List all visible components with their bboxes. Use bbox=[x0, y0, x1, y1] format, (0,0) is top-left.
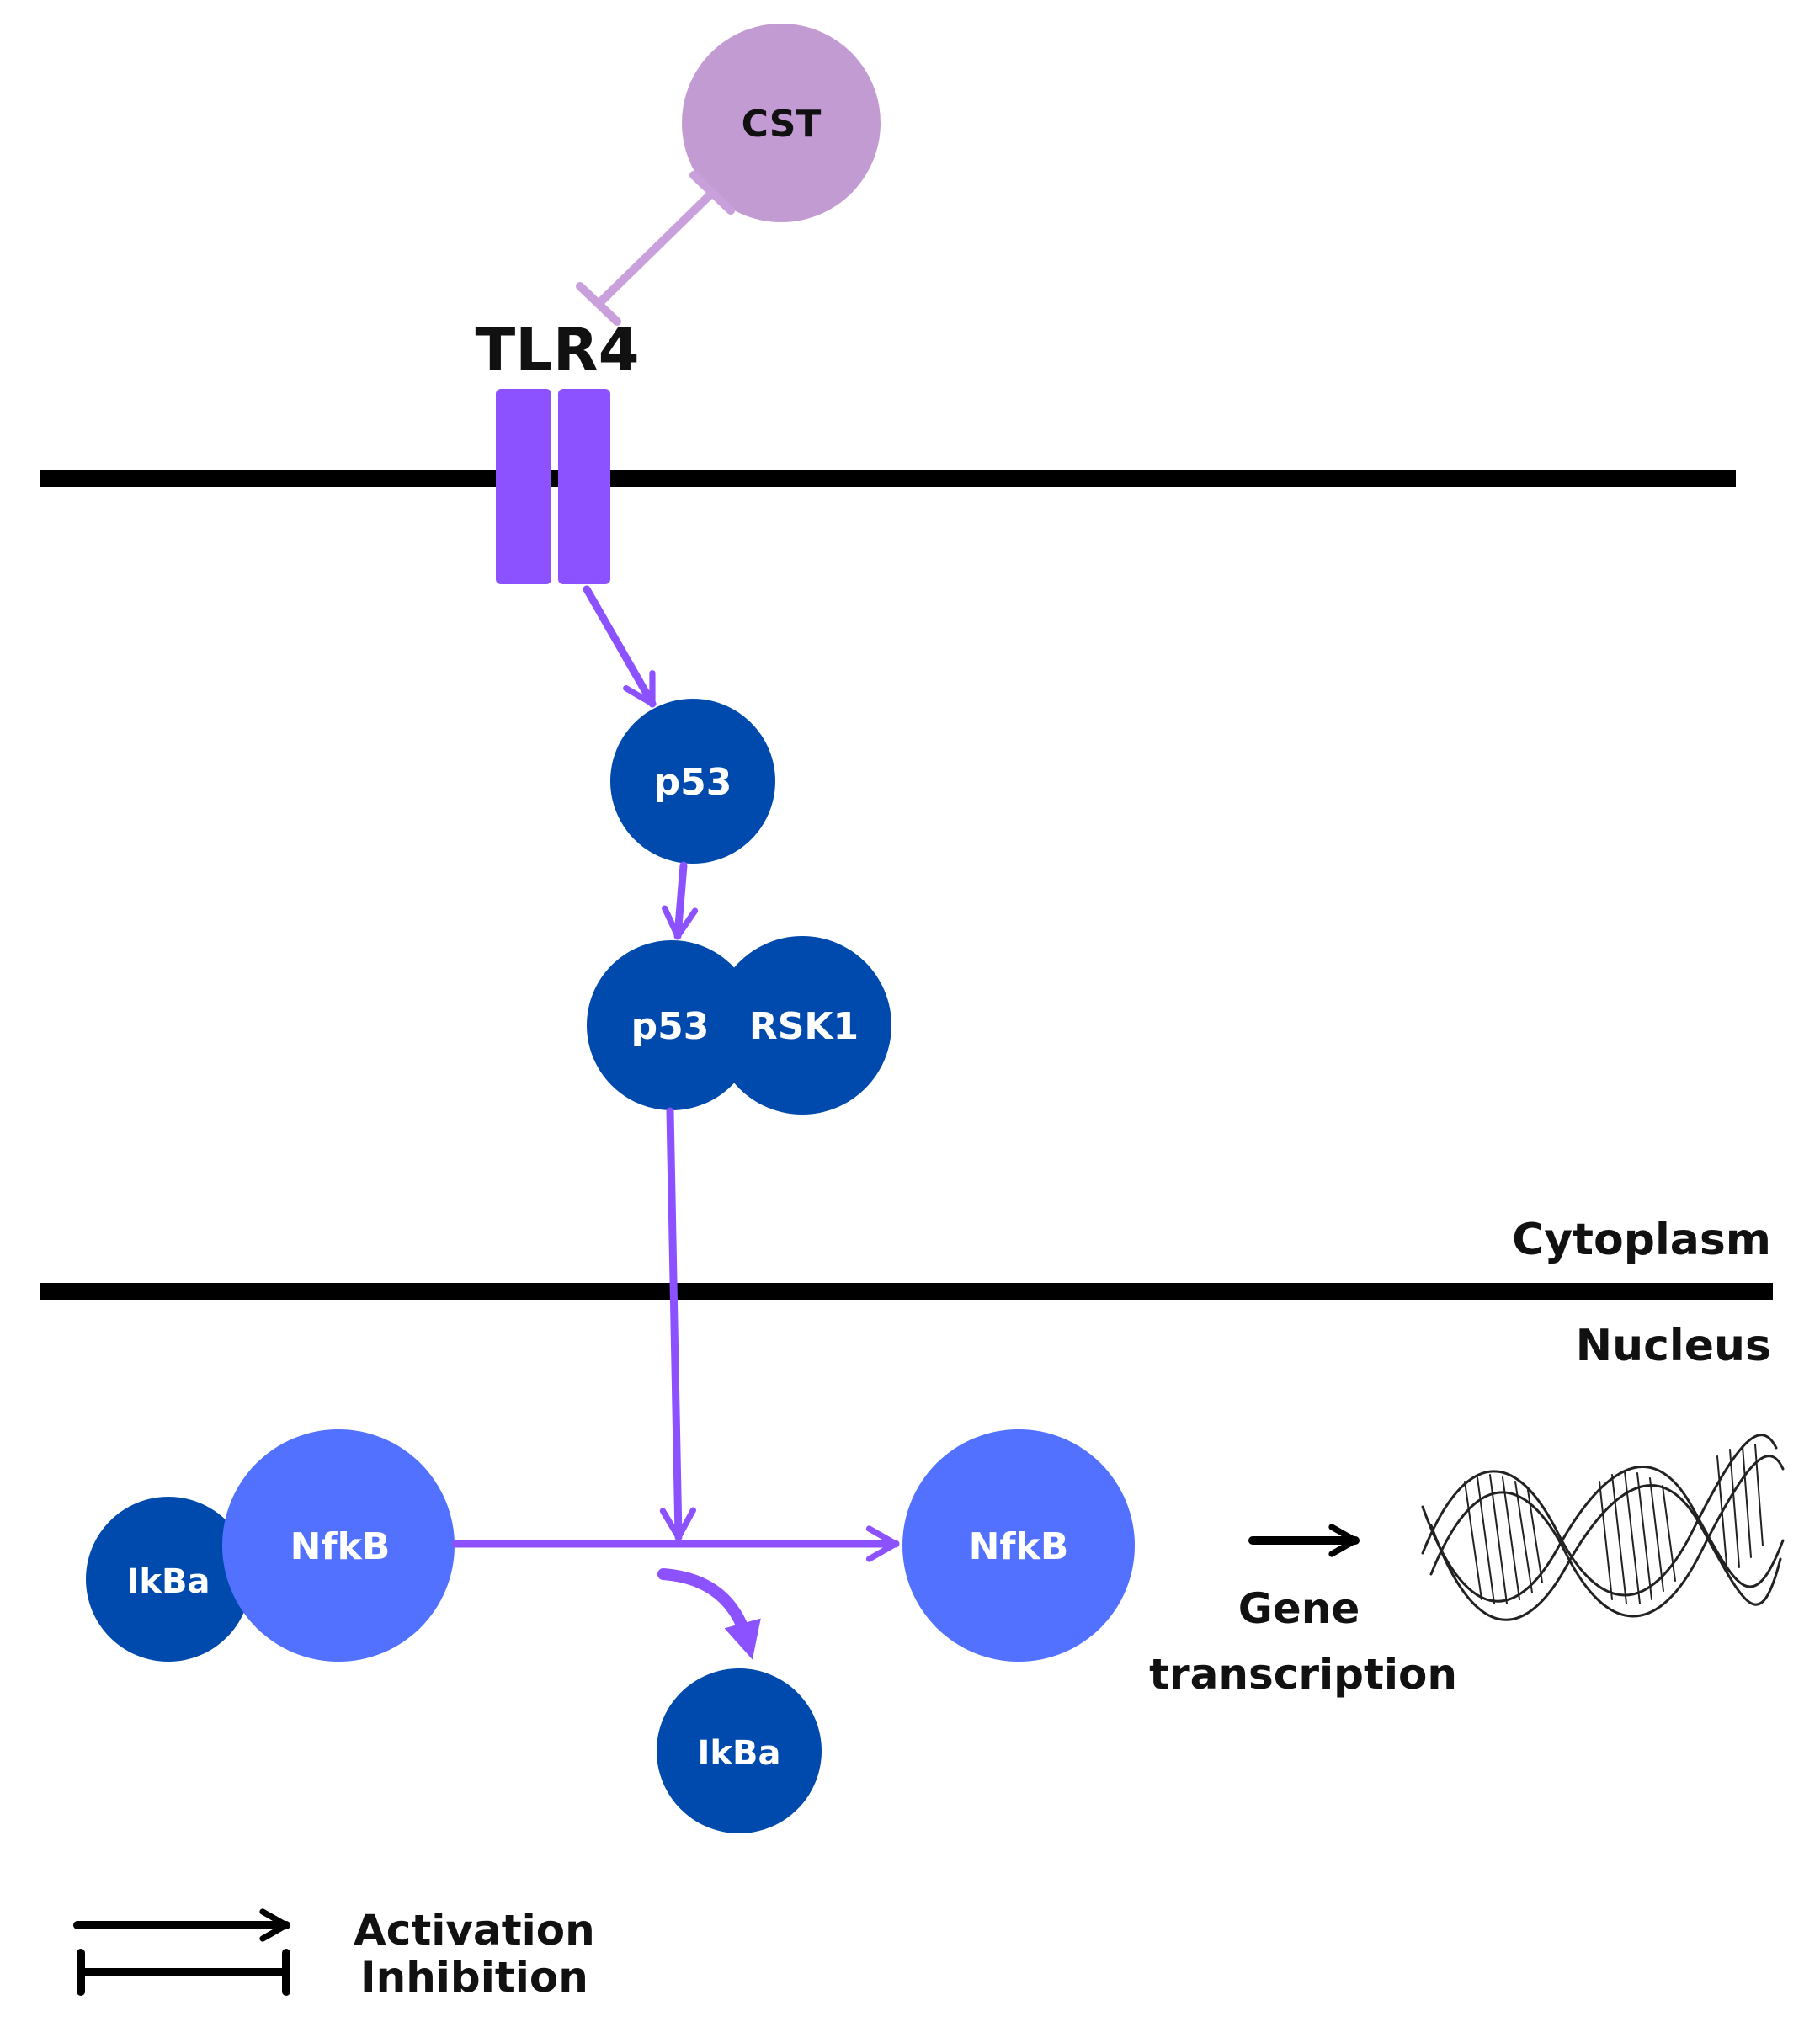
rsk1-label: RSK1 bbox=[749, 1005, 859, 1048]
gene-transcription-line1: Gene bbox=[1238, 1584, 1360, 1633]
cst-inhibits-tlr4-line bbox=[576, 171, 735, 326]
cytoplasm-label: Cytoplasm bbox=[1512, 1215, 1771, 1265]
tlr4-receptor-left bbox=[496, 389, 551, 584]
nfkb-bound-node bbox=[222, 1429, 455, 1662]
p53-to-complex-arrow bbox=[662, 861, 699, 940]
ikba-release-arrow bbox=[657, 1568, 761, 1660]
complex-p53-node bbox=[587, 940, 757, 1110]
rsk1-node bbox=[713, 936, 891, 1115]
nfkb-bound-label: NfkB bbox=[290, 1525, 391, 1568]
complex-p53-label: p53 bbox=[631, 1005, 710, 1048]
ikba-bound-label: IkBa bbox=[127, 1562, 210, 1601]
tlr4-label: TLR4 bbox=[476, 316, 640, 385]
tlr4-receptor-right bbox=[558, 389, 610, 584]
dna-helix-icon bbox=[1421, 1434, 1785, 1621]
nfkb-free-label: NfkB bbox=[969, 1525, 1069, 1568]
gene-transcription-line2: transcription bbox=[1149, 1650, 1457, 1699]
nfkb-free-node bbox=[902, 1429, 1135, 1662]
ikba-released-label: IkBa bbox=[698, 1734, 781, 1773]
legend-activation-label: Activation bbox=[354, 1906, 595, 1955]
ikba-released-node bbox=[657, 1668, 822, 1833]
p53-label: p53 bbox=[654, 761, 732, 804]
ikba-bound-node bbox=[86, 1497, 251, 1662]
legend: Activation Inhibition bbox=[73, 1906, 595, 2002]
cst-label: CST bbox=[742, 103, 822, 146]
nucleus-label: Nucleus bbox=[1576, 1321, 1771, 1371]
p53-node bbox=[610, 699, 775, 864]
legend-inhibition-bar bbox=[77, 1949, 290, 1996]
complex-to-nucleus-arrow bbox=[659, 1107, 696, 1541]
legend-inhibition-label: Inhibition bbox=[360, 1953, 588, 2002]
cst-node bbox=[682, 24, 881, 222]
tlr4-activates-p53-arrow bbox=[583, 585, 657, 708]
